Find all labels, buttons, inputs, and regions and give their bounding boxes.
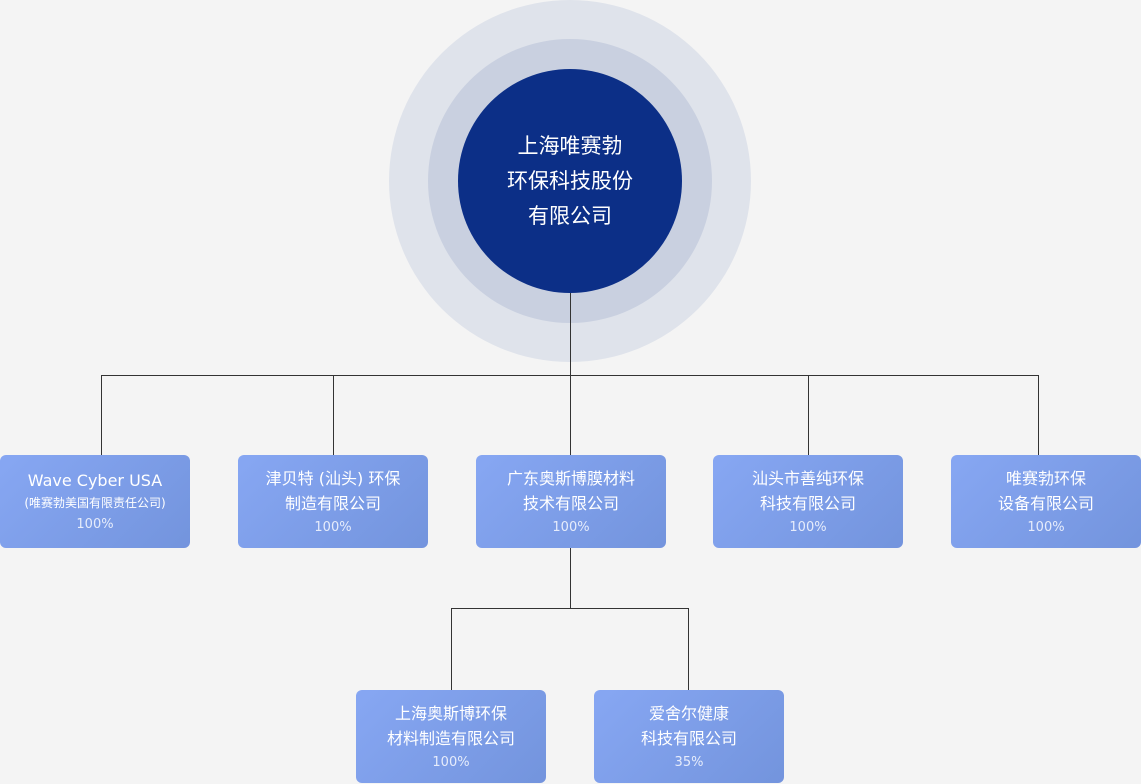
sub-subsidiary-node: 爱舍尔健康 科技有限公司 35% [594, 690, 784, 783]
ownership-share: 100% [789, 519, 827, 535]
subsidiary-node: 唯赛勃环保 设备有限公司 100% [951, 455, 1141, 548]
company-name: 科技有限公司 [640, 728, 737, 748]
connector [333, 375, 334, 455]
subsidiary-node: 汕头市善纯环保 科技有限公司 100% [713, 455, 903, 548]
ownership-share: 100% [76, 517, 114, 532]
root-company-node: 上海唯赛勃 环保科技股份 有限公司 [458, 69, 682, 293]
connector [808, 375, 809, 455]
ownership-share: 100% [314, 519, 352, 535]
connector [688, 608, 689, 690]
connector [1038, 375, 1039, 455]
company-name: 汕头市善纯环保 [751, 468, 864, 488]
company-name: 津贝特 (汕头) 环保 [265, 468, 401, 488]
company-name: 唯赛勃环保 [1005, 468, 1086, 488]
company-name: 材料制造有限公司 [386, 728, 515, 748]
root-line: 有限公司 [528, 203, 612, 228]
company-name: 技术有限公司 [522, 493, 619, 513]
company-name: 设备有限公司 [997, 493, 1094, 513]
company-name: 上海奥斯博环保 [394, 703, 507, 723]
company-name: 爱舍尔健康 [648, 703, 729, 723]
subsidiary-node: Wave Cyber USA (唯赛勃美国有限责任公司) 100% [0, 455, 190, 548]
subsidiary-node: 广东奥斯博膜材料 技术有限公司 100% [476, 455, 666, 548]
root-line: 环保科技股份 [507, 168, 633, 193]
sub-subsidiary-node: 上海奥斯博环保 材料制造有限公司 100% [356, 690, 546, 783]
connector [570, 293, 571, 375]
company-name: 科技有限公司 [759, 493, 856, 513]
connector [101, 375, 102, 455]
connector [451, 608, 689, 609]
ownership-share: 100% [1027, 519, 1065, 535]
ownership-share: 100% [432, 754, 470, 770]
connector [451, 608, 452, 690]
connector [570, 548, 571, 608]
ownership-share: 100% [552, 519, 590, 535]
subsidiary-node: 津贝特 (汕头) 环保 制造有限公司 100% [238, 455, 428, 548]
company-name: Wave Cyber USA [27, 471, 163, 490]
connector [570, 375, 571, 455]
company-name: 广东奥斯博膜材料 [506, 468, 635, 488]
root-line: 上海唯赛勃 [517, 133, 623, 158]
company-name: 制造有限公司 [284, 493, 381, 513]
ownership-share: 35% [674, 754, 704, 770]
company-name-cn: (唯赛勃美国有限责任公司) [24, 496, 166, 510]
